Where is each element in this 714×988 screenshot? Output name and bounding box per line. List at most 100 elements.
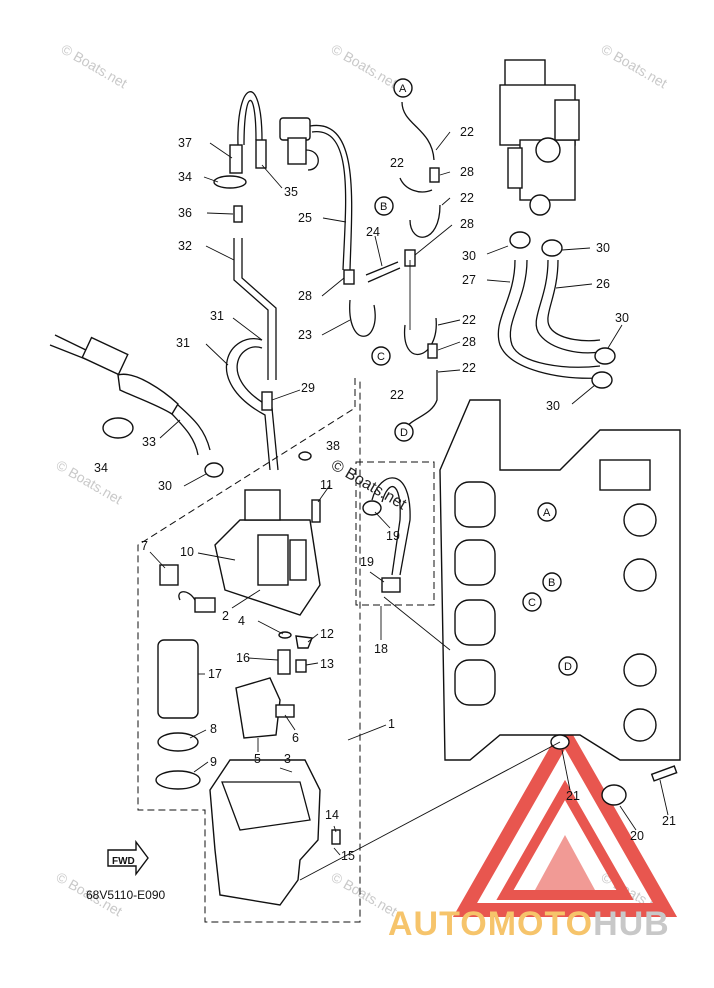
callout-28-a: 28	[460, 165, 474, 179]
marker-d-engine: D	[564, 661, 572, 673]
hose-32	[233, 238, 269, 380]
clip-30-d	[591, 371, 613, 389]
fuel-filter-assembly	[49, 334, 211, 456]
callout-15: 15	[341, 849, 355, 863]
callout-14: 14	[325, 808, 339, 822]
hose-19b	[381, 485, 401, 576]
callout-10: 10	[180, 545, 194, 559]
callout-22-f: 22	[390, 388, 404, 402]
marker-b-engine: B	[548, 577, 555, 589]
vent-hose-upper-2	[243, 99, 257, 146]
marker-d-top: D	[400, 427, 408, 439]
callout-13: 13	[320, 657, 334, 671]
hose-22-b	[399, 177, 433, 193]
diagram-code: 68V5110-E090	[86, 888, 166, 902]
subassembly-outline-18	[355, 461, 435, 606]
clamp-30-left	[204, 462, 224, 478]
callout-2: 2	[222, 609, 229, 623]
callout-19-top: 19	[386, 529, 400, 543]
hose-22-e	[405, 370, 438, 429]
marker-c-engine: C	[528, 597, 536, 609]
hose-31	[225, 338, 271, 471]
tee-28-c	[427, 343, 438, 359]
callout-22-b: 22	[390, 156, 404, 170]
float-chamber	[209, 759, 321, 906]
callout-38: 38	[326, 439, 340, 453]
marker-a-engine: A	[543, 507, 551, 519]
callout-8: 8	[210, 722, 217, 736]
screw-13	[295, 659, 307, 673]
nut-38	[298, 451, 312, 461]
callout-12: 12	[320, 627, 334, 641]
hose-26	[535, 259, 601, 354]
hose-22-a	[401, 101, 435, 161]
clip-12	[295, 635, 313, 649]
callout-31-b: 31	[176, 336, 190, 350]
callout-32: 32	[178, 239, 192, 253]
marker-b-top: B	[380, 201, 387, 213]
part-callouts: 37 34 35 36 32 25 24 28 23 31 31 29 33 3…	[94, 125, 676, 863]
tee-29	[261, 391, 273, 411]
screw-14	[331, 829, 341, 845]
callout-9: 9	[210, 755, 217, 769]
brand-part-1: AUTOMOTO	[388, 905, 594, 943]
callout-22-c: 22	[460, 191, 474, 205]
callout-17: 17	[208, 667, 222, 681]
grommet-20	[601, 784, 627, 806]
leader-lines	[149, 131, 669, 881]
clip-30-c	[594, 347, 616, 365]
callout-26: 26	[596, 277, 610, 291]
clip-19-top	[362, 500, 382, 516]
pressure-regulator	[279, 117, 319, 171]
fwd-label: FWD	[112, 856, 135, 867]
callout-21-left: 21	[566, 789, 580, 803]
hose-end-35	[255, 139, 267, 169]
callout-35: 35	[284, 185, 298, 199]
callout-31-a: 31	[210, 309, 224, 323]
callout-25: 25	[298, 211, 312, 225]
watermark-2: © Boats.net	[329, 41, 401, 92]
callout-36: 36	[178, 206, 192, 220]
clip-30-a	[509, 231, 531, 249]
hose-23	[349, 299, 376, 337]
tee-28-a	[429, 167, 440, 183]
valve-16	[277, 649, 291, 675]
hose-25b	[311, 131, 347, 271]
clip-34	[213, 175, 247, 189]
callout-30-b: 30	[596, 241, 610, 255]
callout-30-left: 30	[158, 479, 172, 493]
callout-18: 18	[374, 642, 388, 656]
vent-hose-upper	[237, 91, 263, 146]
fwd-arrow-icon	[107, 839, 149, 877]
clip-19-bottom	[381, 577, 401, 593]
callout-1: 1	[388, 717, 395, 731]
assembly-outline	[137, 378, 361, 923]
callout-37: 37	[178, 136, 192, 150]
fuel-pump	[157, 564, 216, 719]
callout-28-c: 28	[462, 335, 476, 349]
callout-7: 7	[141, 539, 148, 553]
tee-28-left	[343, 269, 355, 285]
watermark-4: © Boats.net	[54, 457, 126, 508]
clip-30-b	[541, 239, 563, 257]
callout-22-d: 22	[462, 313, 476, 327]
callout-29: 29	[301, 381, 315, 395]
seal-8	[157, 732, 199, 752]
marker-a-top: A	[399, 83, 407, 95]
band-9	[155, 770, 201, 790]
callout-6: 6	[292, 731, 299, 745]
connector-6	[275, 704, 295, 718]
callout-34: 34	[178, 170, 192, 184]
callout-30-c: 30	[615, 311, 629, 325]
hose-25	[309, 124, 353, 271]
watermark-1: © Boats.net	[59, 41, 131, 92]
callout-5: 5	[254, 752, 261, 766]
callout-21-right: 21	[662, 814, 676, 828]
hose-24b	[367, 267, 401, 283]
callout-30-a: 30	[462, 249, 476, 263]
letter-markers: A B C D A B C D	[371, 78, 578, 676]
callout-34-left: 34	[94, 461, 108, 475]
callout-22-e: 22	[462, 361, 476, 375]
watermark-3: © Boats.net	[599, 41, 671, 92]
hose-26b	[547, 259, 601, 342]
